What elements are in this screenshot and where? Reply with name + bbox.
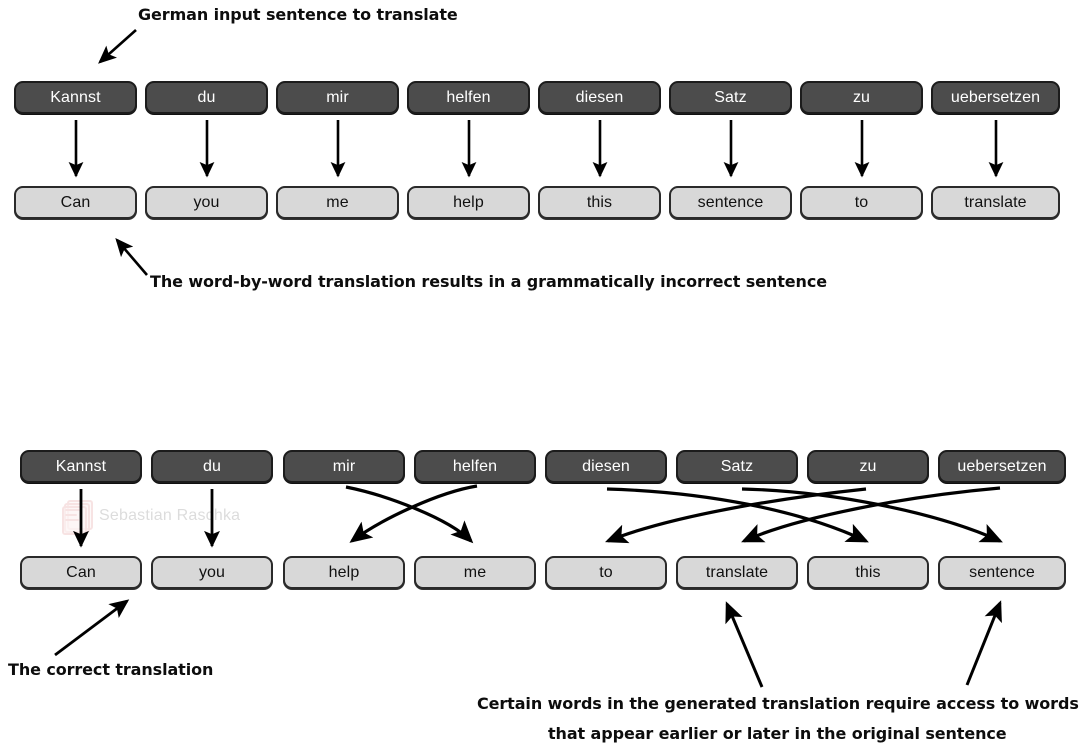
token-label: Satz [714,88,747,106]
token-label: me [326,193,349,211]
pointer-german-input [98,29,137,64]
token-label: help [453,193,484,211]
target-token-6: to [800,186,923,219]
target-token-1: you [145,186,268,219]
source-token-3: helfen [407,81,530,114]
source-token-4: diesen [538,81,661,114]
token-label: to [854,193,869,211]
pointer-access-sentence [965,600,1002,686]
pointer-correct-translation [54,599,130,657]
token-label: zu [852,88,871,106]
token-label: Satz [720,457,754,475]
source-token-1: du [145,81,268,114]
token-label: helfen [446,88,491,106]
target2-token-6: this [807,556,929,589]
target-token-3: help [407,186,530,219]
token-label: zu [859,457,877,475]
target-token-7: translate [931,186,1060,219]
source-token-6: zu [800,81,923,114]
token-label: helfen [452,457,498,475]
token-label: du [197,88,216,106]
source2-token-2: mir [283,450,405,483]
caption-access-line2: that appear earlier or later in the orig… [548,724,1007,743]
token-label: Can [60,193,91,211]
token-label: me [463,563,487,581]
watermark: Sebastian Raschka [62,500,241,535]
source2-token-0: Kannst [20,450,142,483]
token-label: diesen [582,457,630,475]
token-label: translate [964,193,1027,211]
target2-token-7: sentence [938,556,1066,589]
token-label: du [203,457,221,475]
target-token-4: this [538,186,661,219]
watermark-logo-icon [62,500,93,535]
token-label: Kannst [50,88,101,106]
source-token-7: uebersetzen [931,81,1060,114]
token-label: to [599,563,613,581]
target2-token-3: me [414,556,536,589]
source2-token-3: helfen [414,450,536,483]
source2-token-4: diesen [545,450,667,483]
caption-german-input: German input sentence to translate [138,5,458,24]
source2-token-7: uebersetzen [938,450,1066,483]
target-token-2: me [276,186,399,219]
token-label: this [855,563,881,581]
source2-token-1: du [151,450,273,483]
target2-token-4: to [545,556,667,589]
alignment-arrow-diesen-this [606,487,869,543]
target2-token-1: you [151,556,273,589]
watermark-label: Sebastian Raschka [99,507,241,524]
token-label: translate [705,563,769,581]
token-label: uebersetzen [957,457,1047,475]
pointer-access-translate [725,601,764,688]
token-label: sentence [697,193,764,211]
token-label: mir [332,457,356,475]
target2-token-0: Can [20,556,142,589]
caption-word-by-word-incorrect: The word-by-word translation results in … [150,272,827,291]
token-label: Kannst [55,457,107,475]
caption-access-line1: Certain words in the generated translati… [477,694,1079,713]
alignment-arrows-bottom-crossing-left [345,484,478,544]
token-label: this [586,193,613,211]
source-token-2: mir [276,81,399,114]
token-label: you [193,193,220,211]
alignment-arrow-satz-sentence [741,487,1003,543]
source2-token-5: Satz [676,450,798,483]
target2-token-5: translate [676,556,798,589]
target2-token-2: help [283,556,405,589]
target-token-0: Can [14,186,137,219]
token-label: help [328,563,360,581]
alignment-arrow-uebersetzen-translate [741,486,1001,543]
caption-correct-translation: The correct translation [8,660,214,679]
alignment-arrows-top [68,120,1004,178]
token-label: you [198,563,226,581]
token-label: Can [66,563,96,581]
alignment-arrow-zu-to [605,487,867,544]
target-token-5: sentence [669,186,792,219]
pointer-word-by-word [115,238,148,276]
source-token-5: Satz [669,81,792,114]
source-token-0: Kannst [14,81,137,114]
token-label: uebersetzen [950,88,1041,106]
token-label: mir [326,88,349,106]
token-label: diesen [575,88,624,106]
token-label: sentence [969,563,1035,581]
source2-token-6: zu [807,450,929,483]
